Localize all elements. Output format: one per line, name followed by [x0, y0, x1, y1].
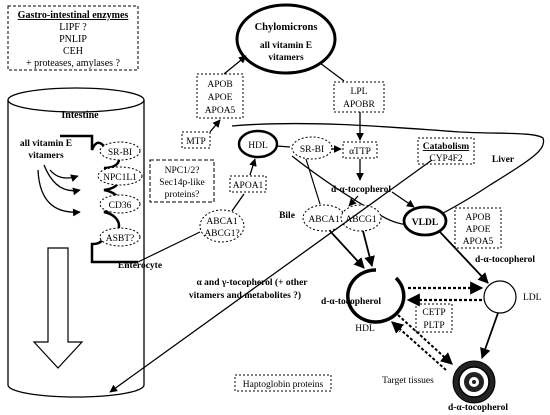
abca1-abcg1-ellipse: [199, 209, 245, 243]
gi-enzyme-item: LIPF ?: [59, 22, 87, 33]
hollow-down-arrow-icon: [32, 247, 84, 369]
svg-text:APOA5: APOA5: [205, 106, 236, 116]
catabolism-title: Catabolism: [423, 142, 470, 152]
uptake-arrow-icon: [43, 164, 81, 196]
svg-text:APOA5: APOA5: [463, 237, 494, 247]
abca1-label: ABCA1: [308, 215, 339, 225]
mtp-label: MTP: [186, 137, 206, 147]
gi-enzyme-item: PNLIP: [59, 34, 87, 45]
chylomicrons-sub: all vitamin E: [260, 41, 312, 51]
gi-enzymes-box: Gastro-intestinal enzymes LIPF ? PNLIP C…: [7, 5, 139, 71]
intestine-label: Intestine: [61, 110, 99, 121]
svg-text:LPL: LPL: [351, 87, 368, 97]
chylomicrons-title: Chylomicrons: [255, 22, 318, 33]
svg-text:APOBR: APOBR: [343, 100, 375, 110]
chylomicrons-sub: vitamers: [268, 53, 304, 63]
transporter-asbt: ASBT?: [106, 234, 135, 244]
svg-text:NPC1/2?: NPC1/2?: [165, 166, 200, 176]
transporter-srbi: SR-BI: [108, 148, 132, 158]
lpl-box: LPL APOBR: [333, 81, 385, 113]
apoa1-box: [229, 175, 267, 193]
apo-box-right: APOB APOE APOA5: [454, 207, 502, 249]
vitamers-label-1: all vitamin E: [20, 139, 72, 149]
ldl-label: LDL: [523, 293, 542, 303]
transporter-group: SR-BI NPC1L1 CD36 ASBT?: [97, 141, 143, 247]
attp-label: αTTP: [349, 147, 371, 157]
uptake-arrow-icon: [49, 169, 79, 182]
vldl-circle: [402, 205, 448, 237]
abcg-label: ABCG1?: [204, 229, 239, 239]
liver-label: Liver: [492, 155, 515, 165]
pathway-arrows: [109, 55, 499, 393]
chylomicrons-circle: [235, 3, 337, 75]
svg-text:proteins?: proteins?: [165, 190, 200, 200]
transporter-cd36: CD36: [109, 201, 132, 211]
svg-text:APOB: APOB: [207, 80, 232, 90]
d-alpha-target-label: d-α-tocopherol: [448, 403, 508, 413]
srbi-liver-ellipse: [291, 136, 333, 160]
catabolism-enzyme: CYP4F2: [429, 154, 463, 164]
svg-text:APOB: APOB: [465, 213, 490, 223]
srbi-liver-label: SR-BI: [300, 145, 324, 155]
svg-text:CETP: CETP: [422, 308, 445, 318]
mtp-box: [181, 131, 211, 149]
transporter-npc1l1: NPC1L1: [103, 173, 137, 183]
hdl-big-label: HDL: [355, 324, 375, 334]
svg-text:APOE: APOE: [208, 93, 233, 103]
abcg1-label: ABCG1: [345, 215, 376, 225]
gi-enzyme-item: CEH: [63, 46, 83, 57]
attp-box: [342, 141, 378, 159]
target-tissues-label: Target tissues: [382, 376, 434, 386]
uptake-arrow-icon: [37, 169, 81, 217]
hdl-small-circle: [237, 129, 279, 159]
hdl-small-label: HDL: [248, 141, 268, 151]
abcg1-ellipse: [340, 204, 382, 232]
d-alpha-vldl-label: d-α-tocopherol: [475, 255, 535, 265]
enterocyte-label: Enterocyte: [118, 261, 162, 271]
cetp-box: [415, 303, 453, 333]
npc-box: NPC1/2? Sec14p-like proteins?: [149, 159, 215, 203]
haptoglobin-box: [234, 374, 332, 392]
bile-label: Bile: [279, 211, 295, 221]
vldl-label: VLDL: [412, 218, 438, 228]
svg-text:APOE: APOE: [466, 225, 491, 235]
catabolism-box: [417, 137, 475, 165]
gi-enzymes-title: Gastro-intestinal enzymes: [18, 10, 129, 21]
d-alpha-liver-label: d-α-tocopherol: [331, 185, 391, 195]
hdl-big-ring: [346, 268, 406, 324]
alpha-gamma-line-1: α and γ-tocopherol (+ other: [196, 277, 308, 288]
d-alpha-hdl-label: d-α-tocopherol: [321, 297, 381, 307]
apo-box-top: APOB APOE APOA5: [196, 73, 244, 119]
gi-enzyme-item: + proteases, amylases ?: [26, 58, 121, 69]
svg-text:Sec14p-like: Sec14p-like: [159, 178, 204, 188]
abca-label: ABCA1: [206, 217, 237, 227]
apoa1-label: APOA1: [233, 181, 264, 191]
vitamers-label-2: vitamers: [28, 151, 64, 161]
svg-text:PLTP: PLTP: [423, 321, 444, 331]
target-icon: [452, 360, 496, 404]
ldl-circle: [483, 280, 517, 314]
haptoglobin-label: Haptoglobin proteins: [243, 380, 324, 390]
